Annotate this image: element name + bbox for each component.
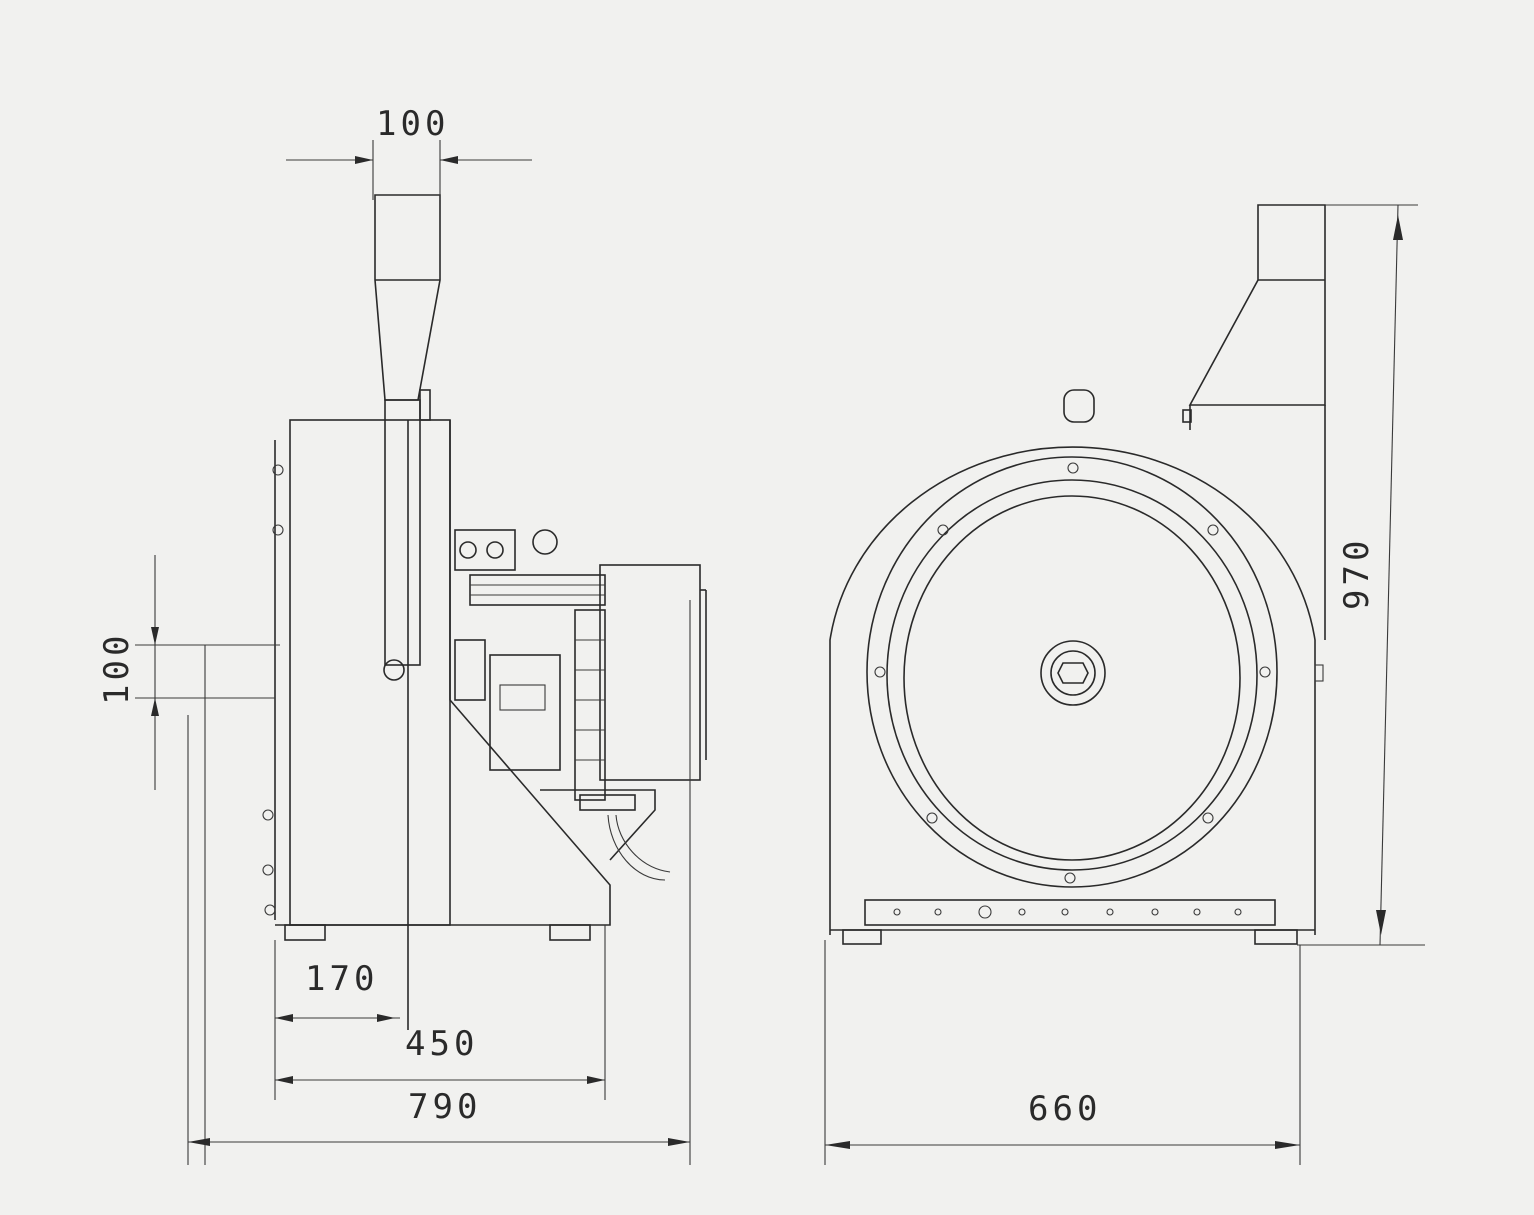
side-terminal-box xyxy=(454,529,516,571)
front-inner-ring xyxy=(903,495,1241,861)
dim-front-height: 970 xyxy=(1337,537,1377,610)
dim-side-mid: 450 xyxy=(405,1024,478,1064)
side-view xyxy=(262,194,707,1030)
side-coupling-stack xyxy=(574,609,606,801)
side-housing xyxy=(289,419,451,926)
front-foot-left xyxy=(842,929,882,945)
front-exhaust-stack xyxy=(1188,204,1326,406)
front-housing xyxy=(829,446,1316,935)
side-handle-knob xyxy=(383,659,405,681)
front-base-rail xyxy=(864,899,1276,926)
dim-side-offset: 170 xyxy=(305,959,378,999)
front-foot-right xyxy=(1254,929,1298,945)
dim-side-left-height: 100 xyxy=(97,632,137,705)
side-fitting xyxy=(532,529,558,555)
front-dimensions: 970 660 xyxy=(824,204,1425,1165)
side-generator-body xyxy=(599,564,701,781)
side-base-profile xyxy=(275,420,611,926)
side-foot-left xyxy=(284,924,326,941)
front-lifting-eye xyxy=(1063,389,1095,423)
front-view xyxy=(829,204,1326,945)
side-exhaust-stack xyxy=(374,194,441,401)
dim-front-width: 660 xyxy=(1028,1089,1101,1129)
front-outer-ring xyxy=(866,456,1278,888)
dim-side-top-width: 100 xyxy=(376,104,449,144)
side-control-panel xyxy=(489,654,561,771)
dim-side-length: 790 xyxy=(408,1087,481,1127)
front-shaft xyxy=(1040,640,1106,706)
side-dimensions: 100 100 170 450 790 xyxy=(97,104,691,1165)
side-foot-right xyxy=(549,924,591,941)
